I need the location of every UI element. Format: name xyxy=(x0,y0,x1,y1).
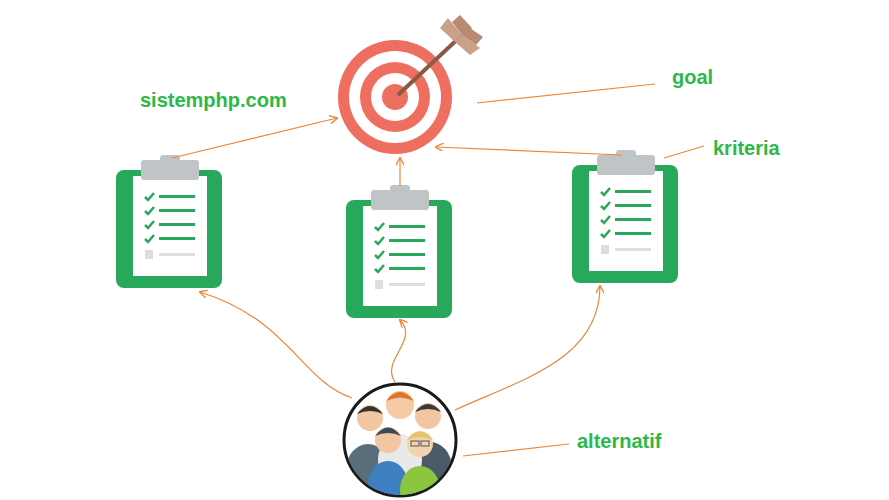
text-label: sistemphp.com xyxy=(140,89,287,111)
target-icon xyxy=(338,15,483,154)
text-label: alternatif xyxy=(577,430,661,452)
criteria-clipboard xyxy=(116,155,222,288)
criteria-clipboard xyxy=(572,150,678,283)
text-label: goal xyxy=(672,66,713,88)
text-label: kriteria xyxy=(713,137,780,159)
connector-lines xyxy=(172,84,704,456)
criteria-clipboard xyxy=(346,185,452,318)
people-icon xyxy=(344,384,456,500)
